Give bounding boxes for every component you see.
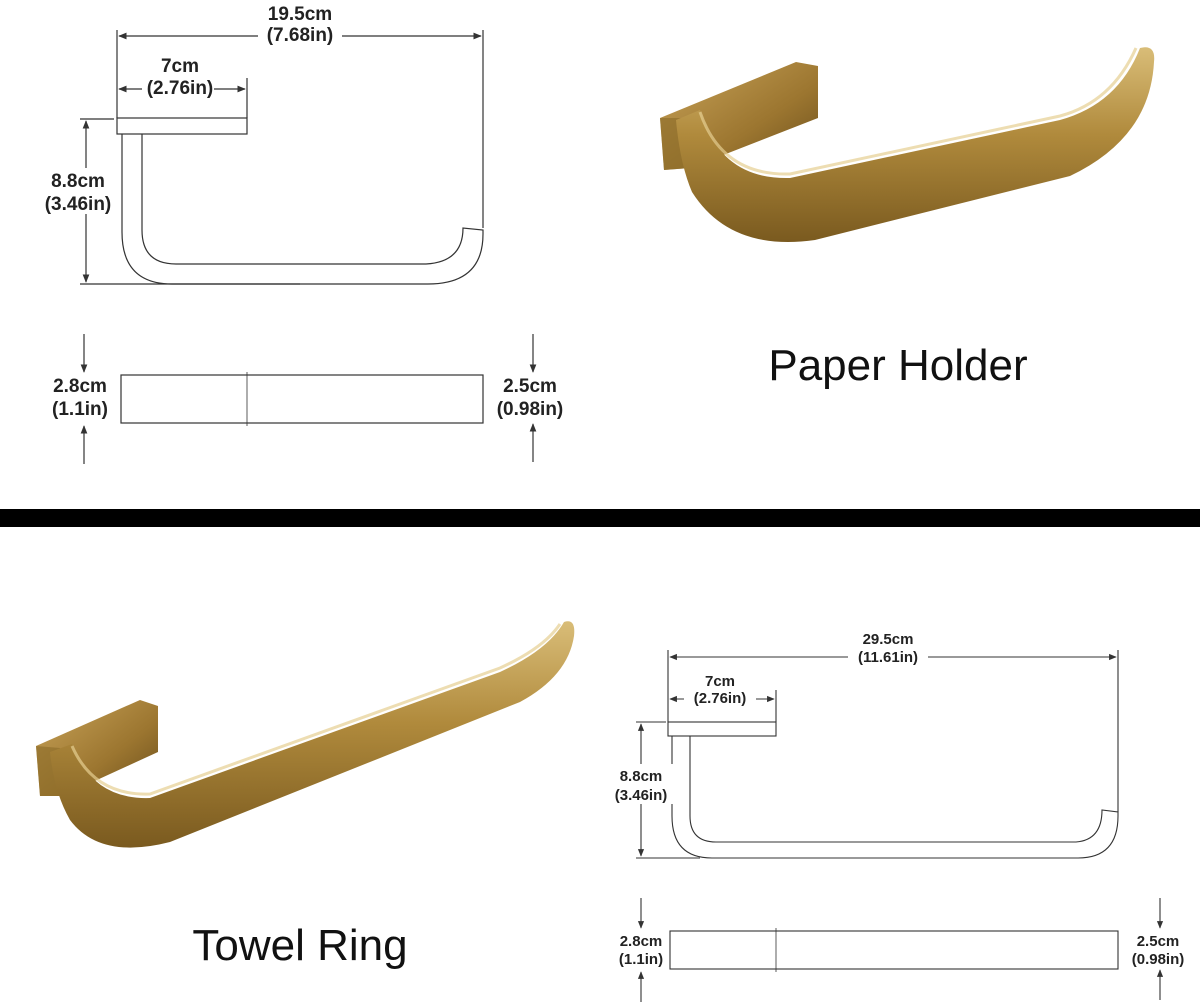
label-backdrop bbox=[142, 58, 214, 98]
paper-holder-product-image bbox=[660, 47, 1155, 242]
towel-ring-side-drawing bbox=[637, 898, 1164, 1002]
label-backdrop bbox=[684, 672, 756, 708]
label-backdrop bbox=[848, 628, 928, 668]
section-divider bbox=[0, 509, 1200, 527]
label-backdrop bbox=[608, 764, 674, 804]
towel-ring-side-labels: 2.8cm (1.1in) 2.5cm (0.98in) bbox=[619, 933, 1184, 968]
towel-ring-product-image bbox=[36, 621, 575, 848]
right-thickness-in: (0.98in) bbox=[497, 399, 564, 420]
height-cm: 8.8cm bbox=[620, 768, 663, 785]
paper-holder-side-drawing bbox=[80, 334, 537, 464]
right-thickness-cm: 2.5cm bbox=[1137, 933, 1180, 950]
mount-width-cm: 7cm bbox=[161, 56, 199, 77]
side-profile-outline bbox=[120, 374, 484, 424]
paper-holder-title: Paper Holder bbox=[768, 341, 1027, 390]
arm-outline bbox=[671, 736, 1119, 859]
paper-holder-front-labels: 19.5cm (7.68in) 7cm (2.76in) 8.8cm (3.46… bbox=[30, 2, 342, 215]
label-backdrop bbox=[258, 2, 342, 44]
overall-width-in: (11.61in) bbox=[858, 649, 918, 666]
arm-outline bbox=[121, 134, 484, 285]
overall-width-in: (7.68in) bbox=[267, 25, 334, 46]
label-backdrop bbox=[30, 168, 120, 214]
paper-holder-front-drawing bbox=[80, 30, 484, 285]
towel-ring-front-drawing bbox=[636, 650, 1119, 859]
mount-plate-outline bbox=[667, 721, 777, 737]
overall-width-cm: 19.5cm bbox=[268, 4, 332, 25]
mount-plate-outline bbox=[116, 117, 248, 135]
paper-holder-side-labels: 2.8cm (1.1in) 2.5cm (0.98in) bbox=[52, 376, 563, 420]
towel-ring-front-labels: 29.5cm (11.61in) 7cm (2.76in) 8.8cm (3.4… bbox=[608, 628, 928, 804]
height-cm: 8.8cm bbox=[51, 171, 105, 192]
mount-width-in: (2.76in) bbox=[147, 78, 214, 99]
mount-width-cm: 7cm bbox=[705, 673, 735, 690]
left-thickness-in: (1.1in) bbox=[619, 951, 663, 968]
arm-highlight bbox=[698, 47, 1138, 176]
holder-arm bbox=[676, 47, 1155, 242]
side-profile-outline bbox=[669, 930, 1119, 970]
height-in: (3.46in) bbox=[615, 787, 668, 804]
left-thickness-cm: 2.8cm bbox=[620, 933, 663, 950]
right-thickness-in: (0.98in) bbox=[1132, 951, 1185, 968]
towel-ring-title: Towel Ring bbox=[192, 921, 407, 970]
left-thickness-cm: 2.8cm bbox=[53, 376, 107, 397]
overall-width-cm: 29.5cm bbox=[863, 631, 914, 648]
ring-arm bbox=[50, 621, 575, 848]
mount-width-in: (2.76in) bbox=[694, 690, 747, 707]
left-thickness-in: (1.1in) bbox=[52, 399, 108, 420]
arm-highlight bbox=[70, 623, 562, 796]
height-in: (3.46in) bbox=[45, 194, 112, 215]
right-thickness-cm: 2.5cm bbox=[503, 376, 557, 397]
